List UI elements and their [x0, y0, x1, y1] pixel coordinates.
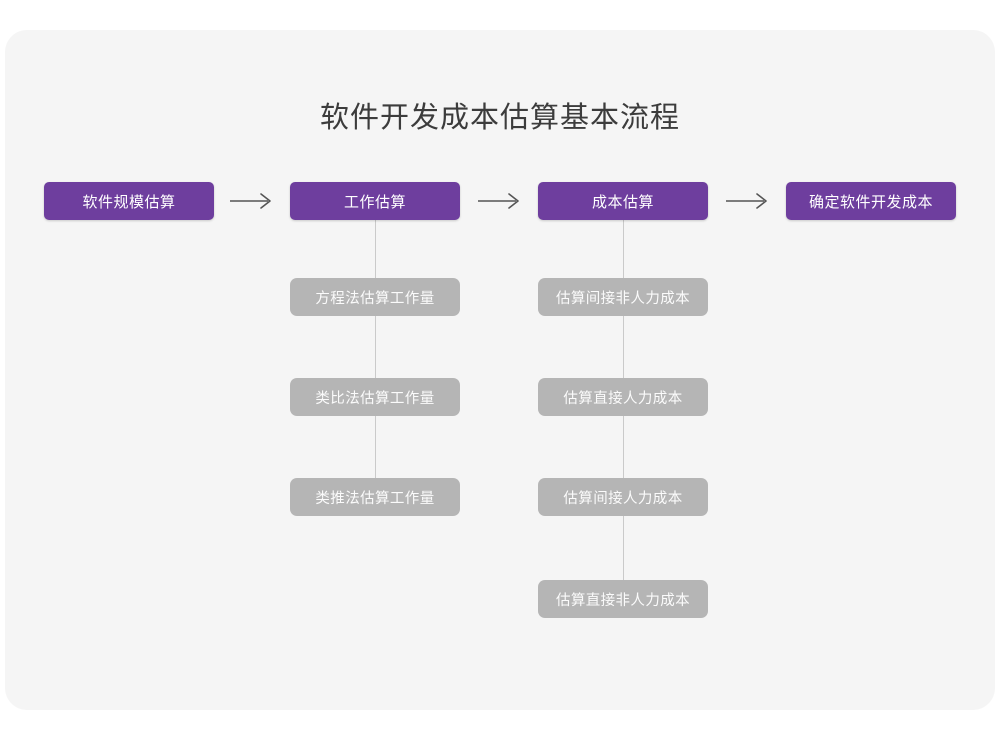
page-title: 软件开发成本估算基本流程 [319, 102, 680, 134]
flow-node-work-estimation[interactable]: 工作估算 [290, 182, 460, 220]
flow-node-software-scale-estimation[interactable]: 软件规模估算 [44, 182, 214, 220]
flow-arrow-3 [724, 191, 774, 211]
diagram-card [5, 30, 995, 710]
branch-node-analogy-method-workload[interactable]: 类比法估算工作量 [290, 378, 460, 416]
flow-arrow-2 [476, 191, 526, 211]
flow-node-determine-development-cost[interactable]: 确定软件开发成本 [786, 182, 956, 220]
branch-node-direct-nonlabor-cost[interactable]: 估算直接非人力成本 [538, 580, 708, 618]
flow-node-cost-estimation[interactable]: 成本估算 [538, 182, 708, 220]
branch-node-inference-method-workload[interactable]: 类推法估算工作量 [290, 478, 460, 516]
branch-node-indirect-nonlabor-cost[interactable]: 估算间接非人力成本 [538, 278, 708, 316]
flow-arrow-1 [228, 191, 278, 211]
branch-node-indirect-labor-cost[interactable]: 估算间接人力成本 [538, 478, 708, 516]
branch-node-equation-method-workload[interactable]: 方程法估算工作量 [290, 278, 460, 316]
branch-node-direct-labor-cost[interactable]: 估算直接人力成本 [538, 378, 708, 416]
connector-line-work-branch [375, 220, 376, 498]
